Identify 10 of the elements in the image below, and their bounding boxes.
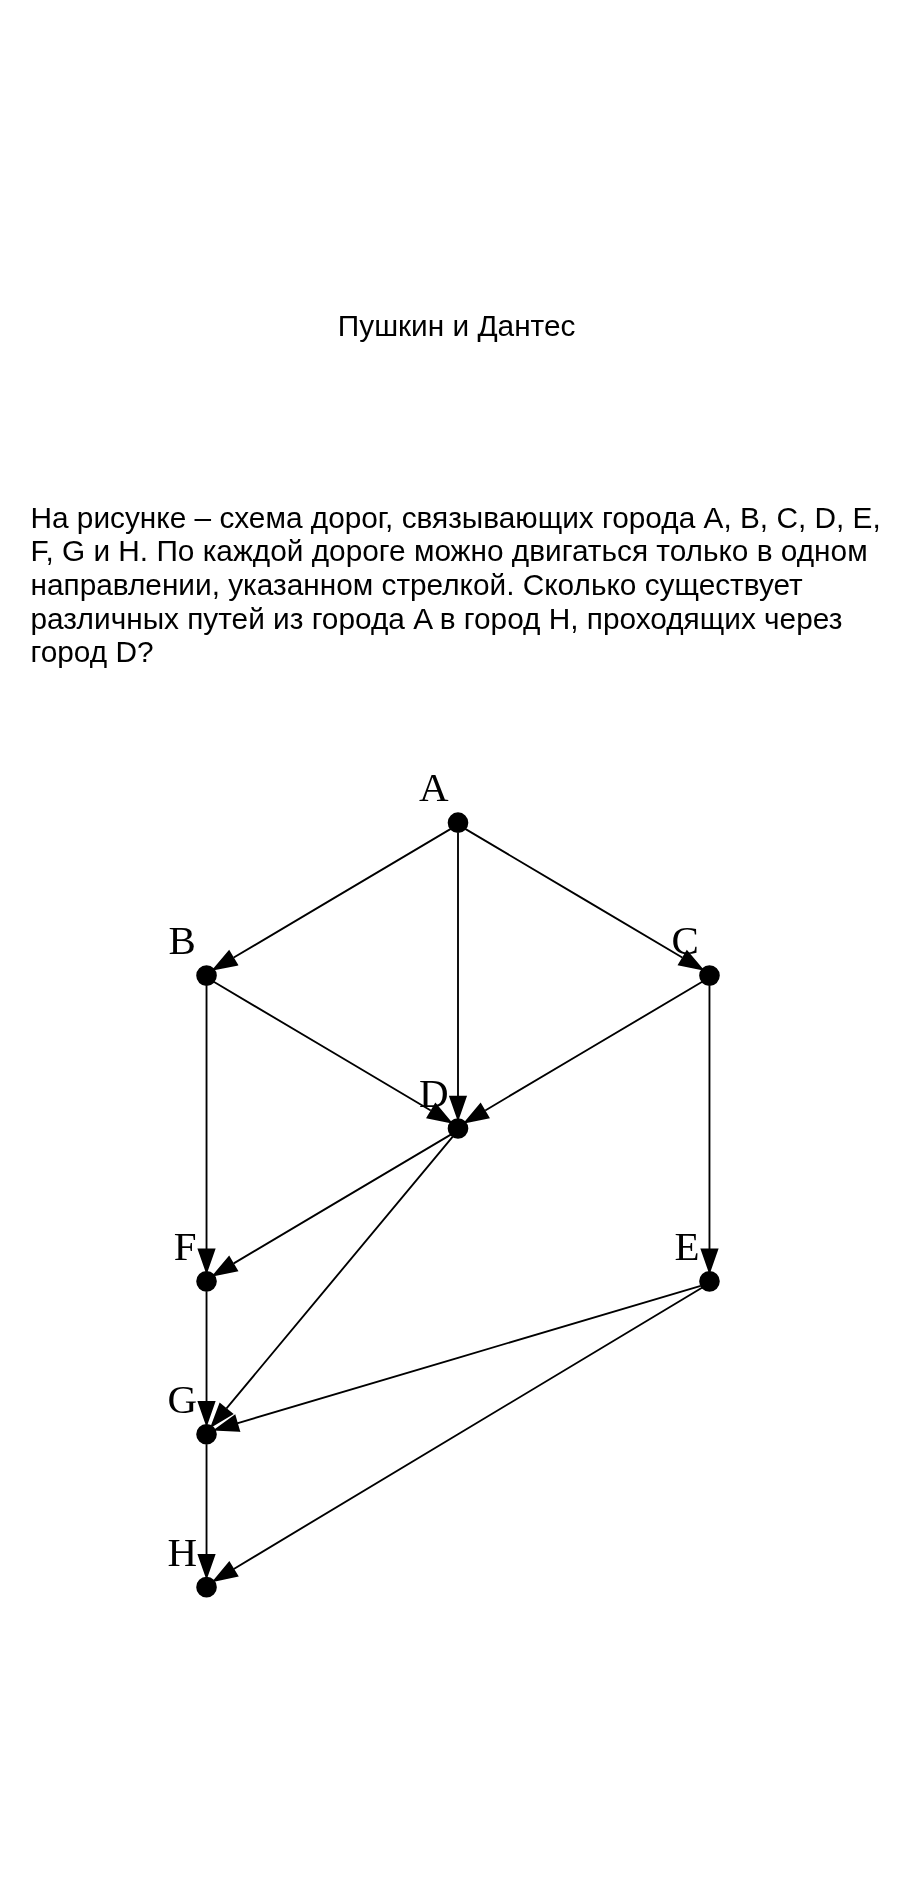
node-label: C — [671, 917, 699, 964]
node-label: B — [168, 917, 196, 964]
label: На рисунке – схема дорог, связывающих города A, B, C, D, E, F, G и H. По каждой дороге можно двигаться только в одном направлении, указанном стрелкой. Сколько существует различных путей из города A в город H, проходящих через город D? — [30, 500, 881, 669]
node-label: H — [167, 1528, 198, 1575]
node-label: F — [173, 1223, 197, 1270]
node-label: G — [167, 1375, 198, 1422]
node-label: D — [418, 1070, 449, 1117]
label: Пушкин и Дантес — [337, 309, 576, 343]
node-label: A — [418, 764, 449, 811]
node-label: E — [674, 1223, 700, 1270]
